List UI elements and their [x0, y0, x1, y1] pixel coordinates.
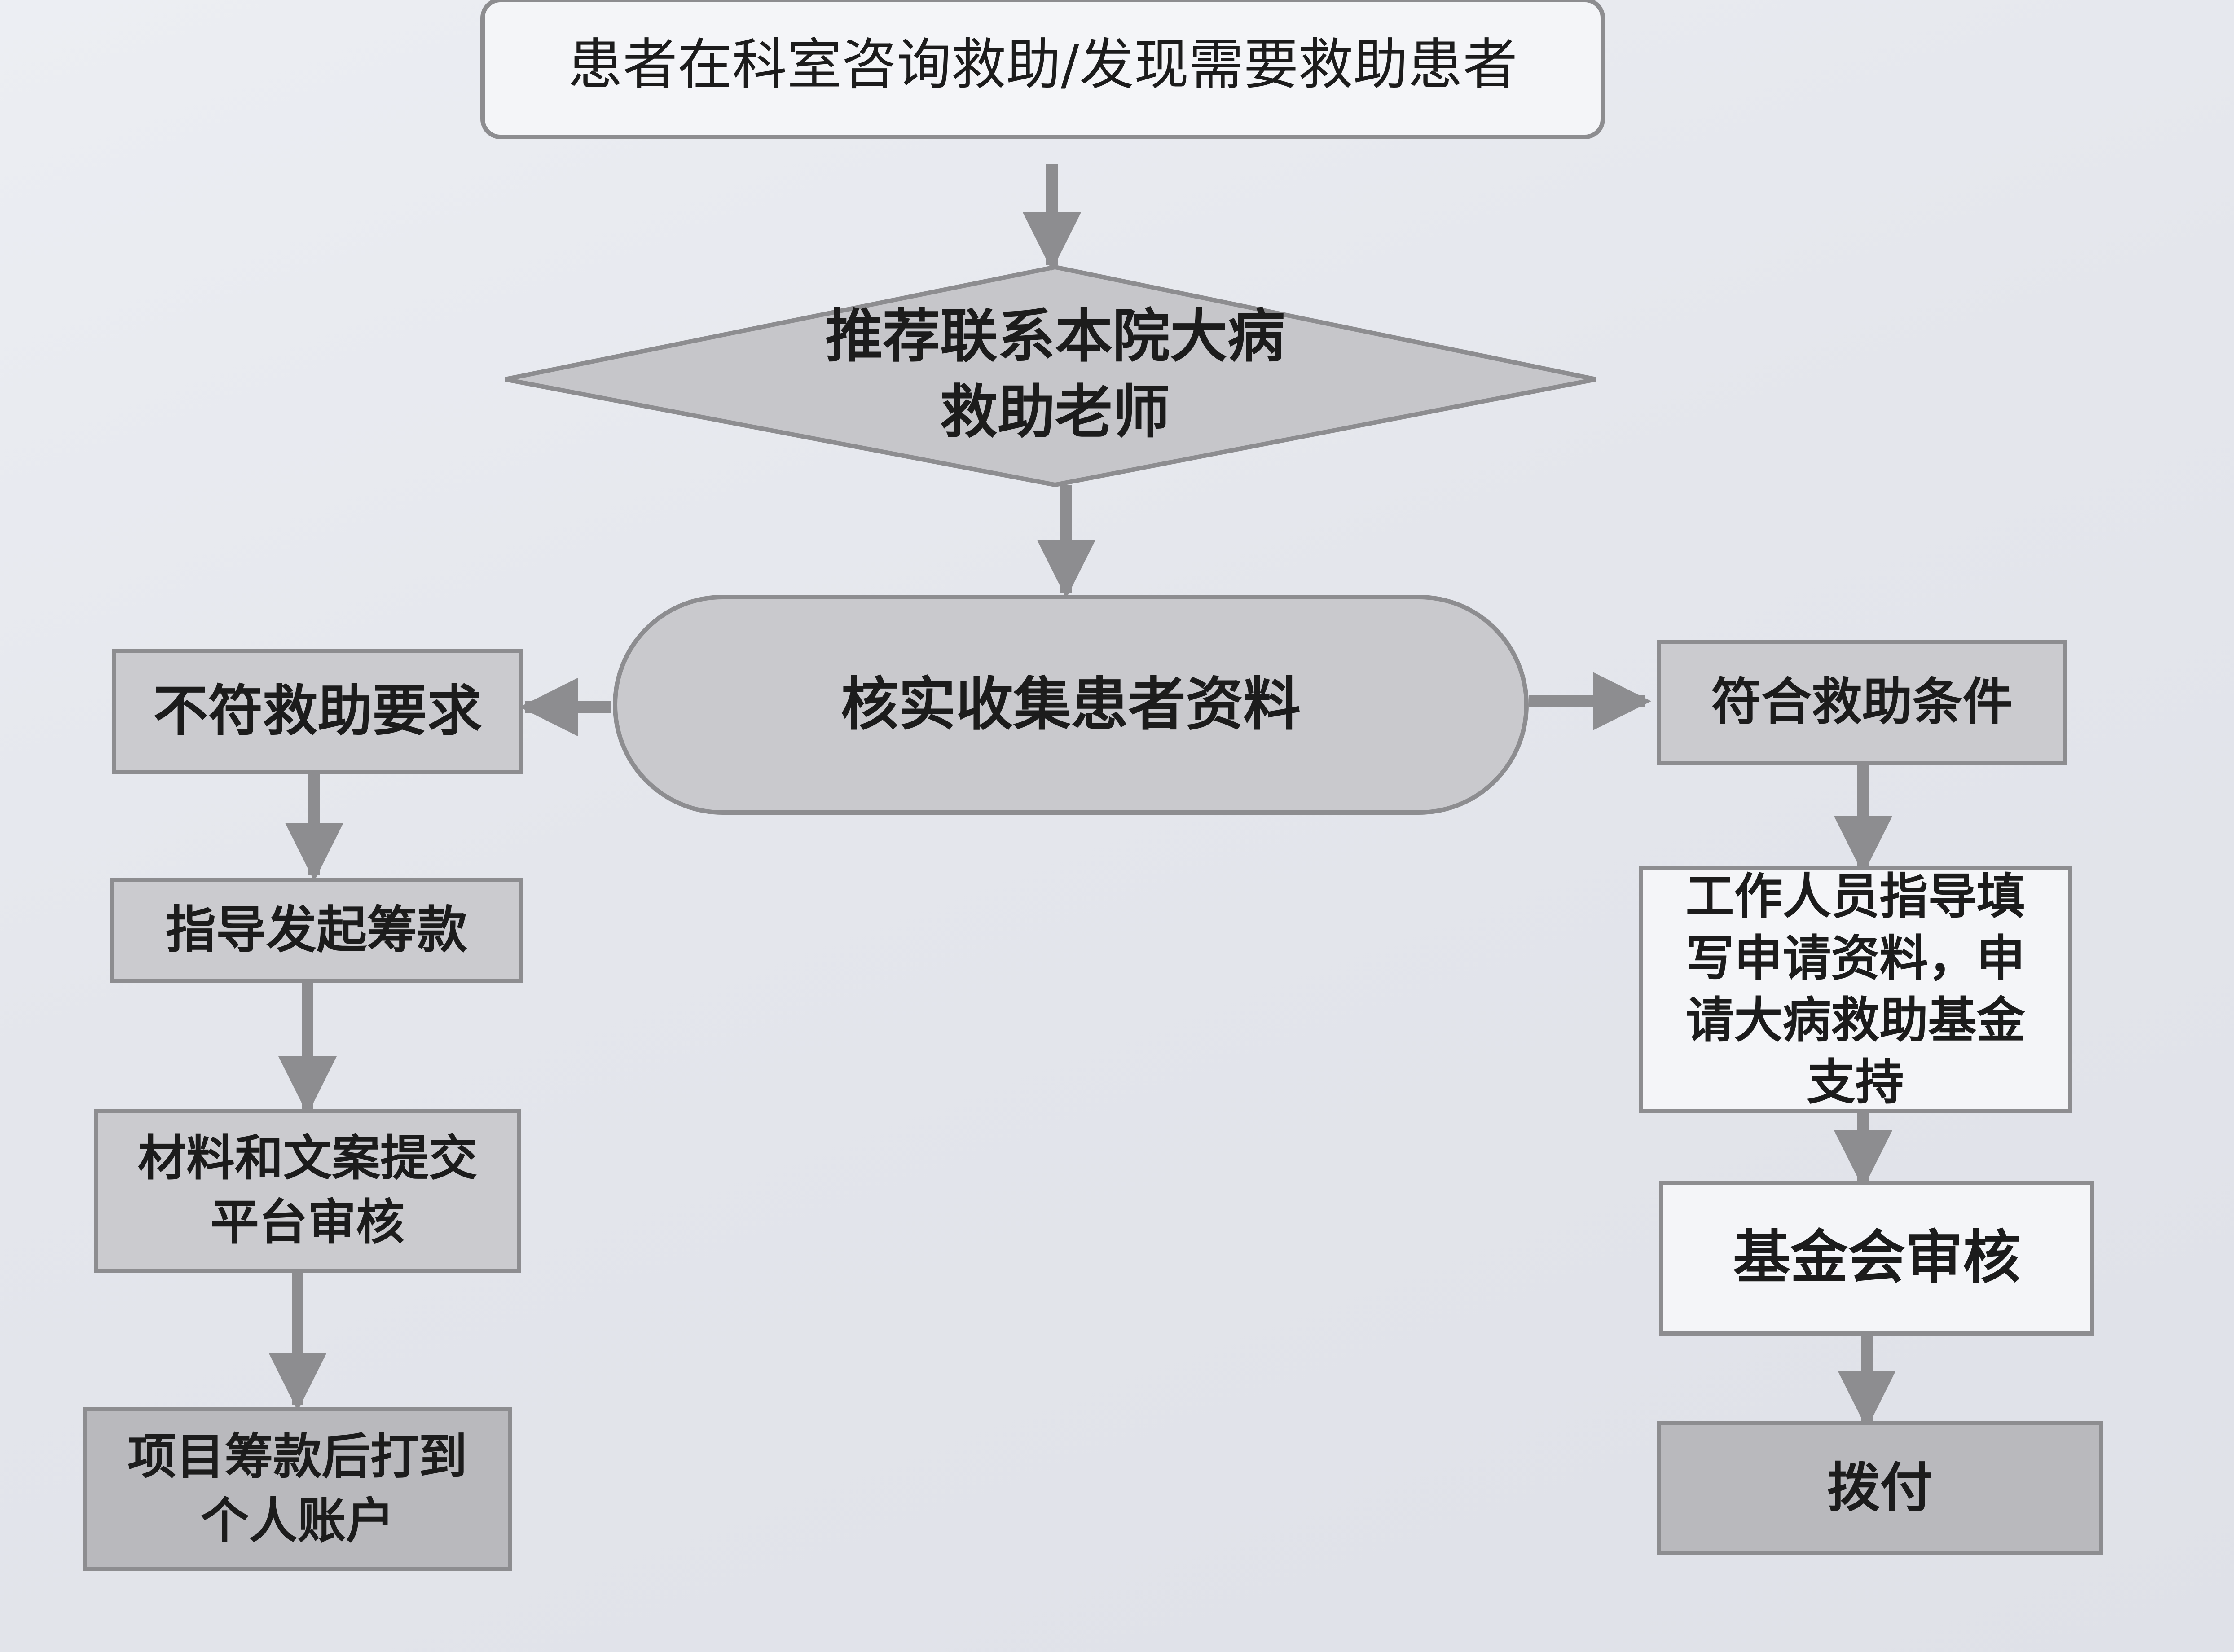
foundation-review-label: 基金会审核 [1733, 1224, 2020, 1292]
guide-fundraise-label: 指导发起筹款 [166, 901, 467, 959]
verify-label: 核实收集患者资料 [840, 671, 1301, 738]
disburse-label: 拨付 [1827, 1457, 1933, 1519]
start-box [480, 0, 1605, 139]
qualified-label: 符合救助条件 [1711, 673, 2013, 732]
submit-review-box: 材料和文案提交 平台审核 [94, 1109, 521, 1273]
start-label: 患者在科室咨询救助/发现需要救助患者 [567, 33, 1518, 97]
guide-fundraise-box: 指导发起筹款 [110, 878, 523, 983]
qualified-box: 符合救助条件 [1657, 640, 2067, 765]
disburse-box: 拨付 [1657, 1421, 2103, 1555]
foundation-review-box: 基金会审核 [1659, 1181, 2094, 1336]
not-qualified-label: 不符救助要求 [153, 679, 482, 743]
transfer-account-box: 项目筹款后打到 个人账户 [83, 1407, 512, 1571]
transfer-account-label: 项目筹款后打到 个人账户 [128, 1428, 467, 1549]
submit-review-label: 材料和文案提交 平台审核 [137, 1130, 477, 1251]
not-qualified-box: 不符救助要求 [112, 649, 523, 774]
decision-diamond [505, 264, 1597, 488]
fill-application-box: 工作人员指导填 写申请资料，申 请大病救助基金 支持 [1639, 866, 2072, 1113]
decision-label: 推荐联系本院大病 救助老师 [825, 303, 1285, 446]
fill-application-label: 工作人员指导填 写申请资料，申 请大病救助基金 支持 [1685, 868, 2025, 1111]
